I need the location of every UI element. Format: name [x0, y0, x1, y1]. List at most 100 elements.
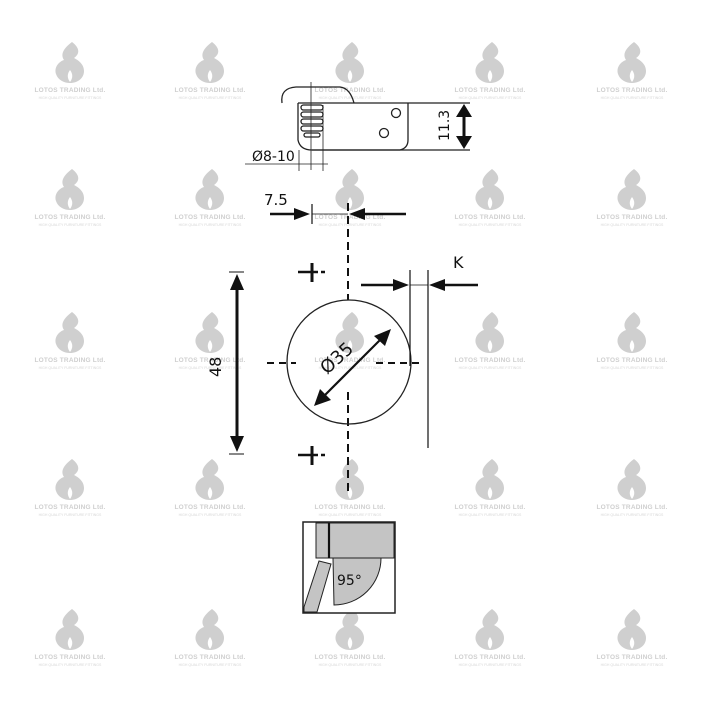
watermark-logo: LOTOS TRADING Ltd. HIGH QUALITY FURNITURE… [440, 607, 540, 687]
watermark-title: LOTOS TRADING Ltd. [314, 504, 386, 511]
offset-dimension [270, 204, 406, 224]
opening-angle-diagram [302, 521, 396, 614]
watermark-logo: LOTOS TRADING Ltd. HIGH QUALITY FURNITURE… [20, 607, 120, 687]
watermark-subtitle: HIGH QUALITY FURNITURE FITTINGS [458, 513, 522, 517]
watermark-title: LOTOS TRADING Ltd. [174, 357, 246, 364]
watermark-title: LOTOS TRADING Ltd. [596, 504, 668, 511]
watermark-subtitle: HIGH QUALITY FURNITURE FITTINGS [178, 366, 242, 370]
cup-hole-circle [286, 299, 412, 425]
flame-logo-icon [195, 169, 224, 210]
watermark-subtitle: HIGH QUALITY FURNITURE FITTINGS [318, 96, 382, 100]
watermark-logo: LOTOS TRADING Ltd. HIGH QUALITY FURNITURE… [160, 457, 260, 537]
watermark-title: LOTOS TRADING Ltd. [314, 357, 386, 364]
flame-logo-icon [195, 42, 224, 83]
watermark-title: LOTOS TRADING Ltd. [454, 357, 526, 364]
watermark-logo: LOTOS TRADING Ltd.HIGH QUALITY FURNITURE… [160, 607, 260, 687]
watermark-logo: LOTOS TRADING Ltd. HIGH QUALITY FURNITURE… [582, 607, 682, 687]
watermark-subtitle: HIGH QUALITY FURNITURE FITTINGS [600, 513, 664, 517]
watermark-subtitle: HIGH QUALITY FURNITURE FITTINGS [178, 663, 242, 667]
watermark-subtitle: HIGH QUALITY FURNITURE FITTINGS [600, 366, 664, 370]
watermark-logo: LOTOS TRADING Ltd.HIGH QUALITY FURNITURE… [20, 167, 120, 247]
watermark-logo: LOTOS TRADING Ltd. HIGH QUALITY FURNITURE… [300, 167, 400, 247]
watermark-subtitle: HIGH QUALITY FURNITURE FITTINGS [318, 513, 382, 517]
watermark-subtitle: HIGH QUALITY FURNITURE FITTINGS [600, 223, 664, 227]
watermark-subtitle: HIGH QUALITY FURNITURE FITTINGS [458, 366, 522, 370]
k-label: K [453, 253, 464, 272]
watermark-subtitle: HIGH QUALITY FURNITURE FITTINGS [318, 366, 382, 370]
watermark-title: LOTOS TRADING Ltd. [454, 87, 526, 94]
watermark-title: LOTOS TRADING Ltd. [174, 214, 246, 221]
flame-logo-icon [55, 42, 84, 83]
watermark-title: LOTOS TRADING Ltd. [596, 654, 668, 661]
spacing-48-dimension [229, 271, 244, 455]
watermark-logo: LOTOS TRADING Ltd.HIGH QUALITY FURNITURE… [160, 40, 260, 120]
flame-logo-icon [195, 459, 224, 500]
watermark-subtitle: HIGH QUALITY FURNITURE FITTINGS [38, 96, 102, 100]
cup-diameter-arrow [314, 329, 391, 406]
watermark-subtitle: HIGH QUALITY FURNITURE FITTINGS [600, 663, 664, 667]
flame-logo-icon [617, 312, 646, 353]
watermark-title: LOTOS TRADING Ltd. [174, 504, 246, 511]
spacing-48-label: 48 [206, 357, 225, 377]
flame-logo-icon [617, 459, 646, 500]
watermark-subtitle: HIGH QUALITY FURNITURE FITTINGS [318, 223, 382, 227]
flame-logo-icon [617, 42, 646, 83]
watermark-logo: LOTOS TRADING Ltd. HIGH QUALITY FURNITURE… [582, 310, 682, 390]
flame-logo-icon [55, 459, 84, 500]
watermark-logo: LOTOS TRADING Ltd. HIGH QUALITY FURNITURE… [160, 167, 260, 247]
watermark-title: LOTOS TRADING Ltd. [314, 214, 386, 221]
watermark-subtitle: HIGH QUALITY FURNITURE FITTINGS [38, 663, 102, 667]
watermark-logo: LOTOS TRADING Ltd. HIGH QUALITY FURNITURE… [300, 310, 400, 390]
watermark-title: LOTOS TRADING Ltd. [34, 654, 106, 661]
flame-logo-icon [335, 312, 364, 353]
flame-logo-icon [55, 609, 84, 650]
watermark-subtitle: HIGH QUALITY FURNITURE FITTINGS [38, 223, 102, 227]
offset-7-5-label: 7.5 [264, 191, 288, 209]
flame-logo-icon [475, 459, 504, 500]
watermark-title: LOTOS TRADING Ltd. [454, 654, 526, 661]
flame-logo-icon [335, 42, 364, 83]
cup-diameter-label: Ø35 [316, 338, 358, 378]
watermark-title: LOTOS TRADING Ltd. [596, 87, 668, 94]
flame-logo-icon [475, 42, 504, 83]
flame-logo-icon [617, 169, 646, 210]
hinge-side-view [245, 82, 470, 171]
watermark-subtitle: HIGH QUALITY FURNITURE FITTINGS [600, 96, 664, 100]
flame-logo-icon [55, 169, 84, 210]
screw-mark-top [298, 263, 325, 282]
watermark-logo: LOTOS TRADING Ltd. HIGH QUALITY FURNITURE… [582, 167, 682, 247]
watermark-subtitle: HIGH QUALITY FURNITURE FITTINGS [38, 366, 102, 370]
watermark-title: LOTOS TRADING Ltd. [596, 357, 668, 364]
watermark-logo: LOTOS TRADING Ltd. HIGH QUALITY FURNITURE… [160, 310, 260, 390]
watermark-logo: LOTOS TRADING Ltd. HIGH QUALITY FURNITURE… [300, 40, 400, 120]
screw-mark-bottom [298, 446, 325, 465]
watermark-logo: LOTOS TRADING Ltd. HIGH QUALITY FURNITURE… [582, 40, 682, 120]
watermark-title: LOTOS TRADING Ltd. [314, 654, 386, 661]
watermark-subtitle: HIGH QUALITY FURNITURE FITTINGS [458, 663, 522, 667]
watermark-logo: LOTOS TRADING Ltd. HIGH QUALITY FURNITURE… [440, 40, 540, 120]
flame-logo-icon [335, 609, 364, 650]
watermark-subtitle: HIGH QUALITY FURNITURE FITTINGS [458, 223, 522, 227]
watermark-logo: LOTOS TRADING Ltd.HIGH QUALITY FURNITURE… [20, 457, 120, 537]
watermark-title: LOTOS TRADING Ltd. [34, 357, 106, 364]
watermark-title: LOTOS TRADING Ltd. [174, 87, 246, 94]
watermark-title: LOTOS TRADING Ltd. [34, 504, 106, 511]
watermark-title: LOTOS TRADING Ltd. [596, 214, 668, 221]
watermark-title: LOTOS TRADING Ltd. [454, 504, 526, 511]
watermark-subtitle: HIGH QUALITY FURNITURE FITTINGS [458, 96, 522, 100]
watermark-logo: LOTOS TRADING Ltd.HIGH QUALITY FURNITURE… [20, 40, 120, 120]
watermark-subtitle: HIGH QUALITY FURNITURE FITTINGS [178, 223, 242, 227]
diameter-8-10-label: Ø8-10 [252, 149, 295, 165]
watermark-subtitle: HIGH QUALITY FURNITURE FITTINGS [178, 513, 242, 517]
flame-logo-icon [617, 609, 646, 650]
watermark-title: LOTOS TRADING Ltd. [314, 87, 386, 94]
flame-logo-icon [475, 169, 504, 210]
watermark-logo: LOTOS TRADING Ltd. HIGH QUALITY FURNITURE… [440, 457, 540, 537]
height-11-3-label: 11.3 [437, 110, 453, 141]
k-dimension [361, 270, 478, 448]
watermark-subtitle: HIGH QUALITY FURNITURE FITTINGS [318, 663, 382, 667]
opening-angle-label: 95° [337, 573, 362, 589]
flame-logo-icon [55, 312, 84, 353]
watermark-logo: LOTOS TRADING Ltd. HIGH QUALITY FURNITURE… [300, 607, 400, 687]
